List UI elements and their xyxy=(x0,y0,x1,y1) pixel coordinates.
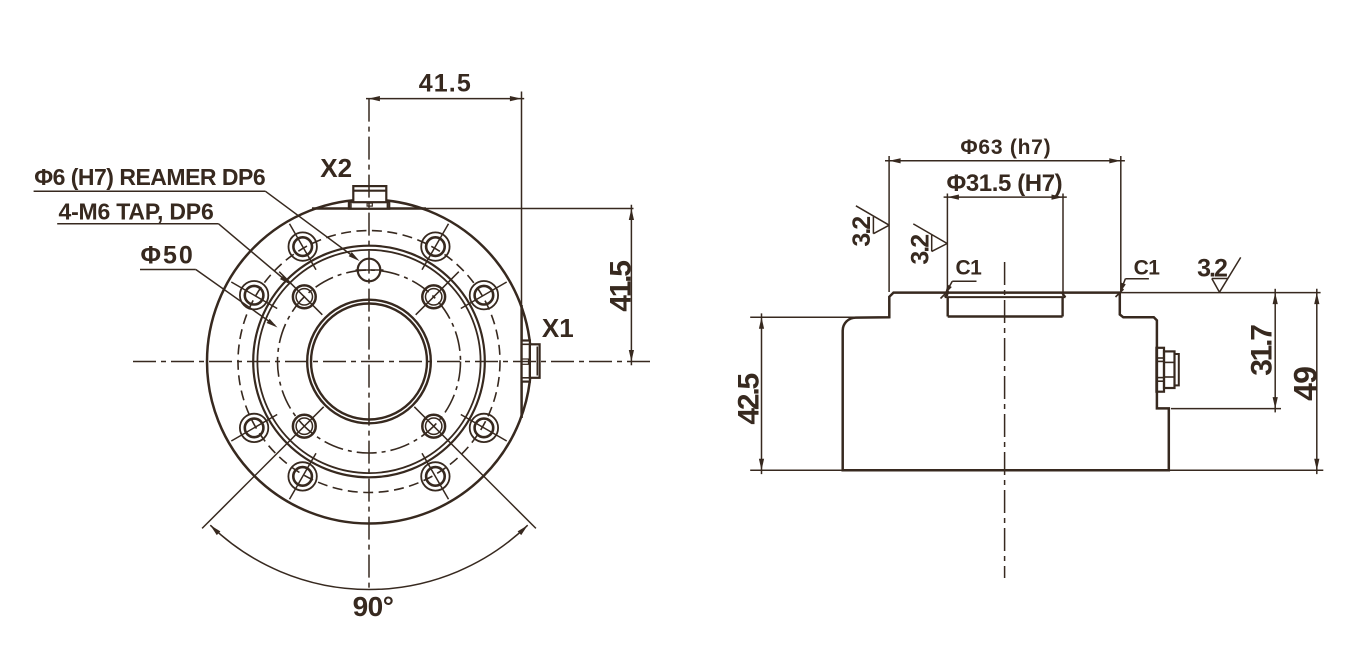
svg-text:31.7: 31.7 xyxy=(1245,325,1278,376)
svg-text:49: 49 xyxy=(1287,367,1323,401)
svg-text:41.5: 41.5 xyxy=(605,261,638,312)
svg-text:3.2: 3.2 xyxy=(907,235,935,265)
svg-text:C1: C1 xyxy=(956,257,983,280)
svg-text:Φ63 (h7): Φ63 (h7) xyxy=(960,136,1051,159)
svg-text:4-M6 TAP, DP6: 4-M6 TAP, DP6 xyxy=(59,198,214,224)
svg-text:Φ50: Φ50 xyxy=(141,242,195,270)
svg-text:Φ6 (H7) REAMER DP6: Φ6 (H7) REAMER DP6 xyxy=(34,164,265,190)
svg-text:90°: 90° xyxy=(353,591,394,622)
svg-text:X1: X1 xyxy=(542,313,574,343)
svg-text:Φ31.5 (H7): Φ31.5 (H7) xyxy=(947,170,1063,197)
svg-text:C1: C1 xyxy=(1134,257,1161,280)
svg-text:X2: X2 xyxy=(320,153,352,183)
svg-text:3.2: 3.2 xyxy=(1197,254,1227,282)
svg-text:41.5: 41.5 xyxy=(419,70,472,98)
svg-text:3.2: 3.2 xyxy=(848,217,876,247)
svg-text:42.5: 42.5 xyxy=(733,373,766,424)
